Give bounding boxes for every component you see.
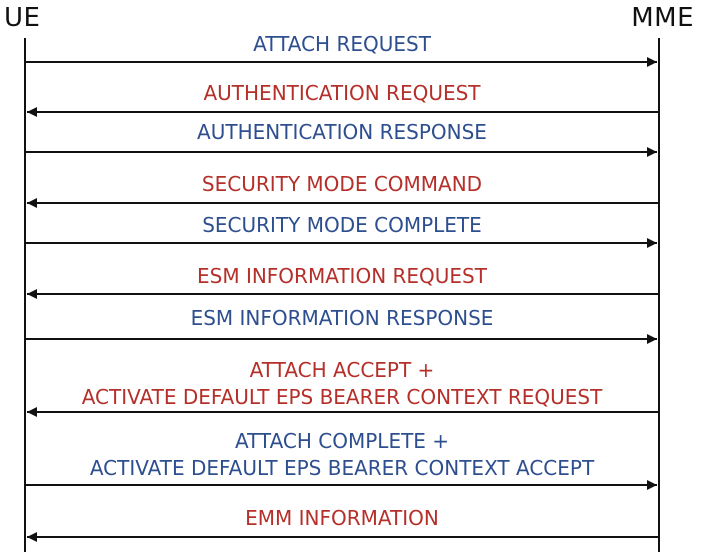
- message-label: SECURITY MODE COMPLETE: [202, 213, 482, 237]
- ue-lifeline: [24, 38, 26, 552]
- message-label: ESM INFORMATION REQUEST: [197, 264, 487, 288]
- message-label: ATTACH REQUEST: [253, 32, 431, 56]
- mme-participant-label: MME: [631, 3, 694, 33]
- mme-lifeline: [658, 38, 660, 552]
- message-label: ESM INFORMATION RESPONSE: [190, 306, 494, 330]
- ue-participant-label: UE: [4, 3, 41, 33]
- message-label: ACTIVATE DEFAULT EPS BEARER CONTEXT REQU…: [81, 385, 603, 409]
- message-label: ACTIVATE DEFAULT EPS BEARER CONTEXT ACCE…: [89, 456, 595, 480]
- message-label: ATTACH COMPLETE +: [234, 429, 450, 453]
- message-label: SECURITY MODE COMMAND: [201, 172, 483, 196]
- message-label: AUTHENTICATION RESPONSE: [197, 120, 487, 144]
- message-label: ATTACH ACCEPT +: [249, 358, 435, 382]
- message-label: EMM INFORMATION: [245, 506, 439, 530]
- message-label: AUTHENTICATION REQUEST: [203, 81, 481, 105]
